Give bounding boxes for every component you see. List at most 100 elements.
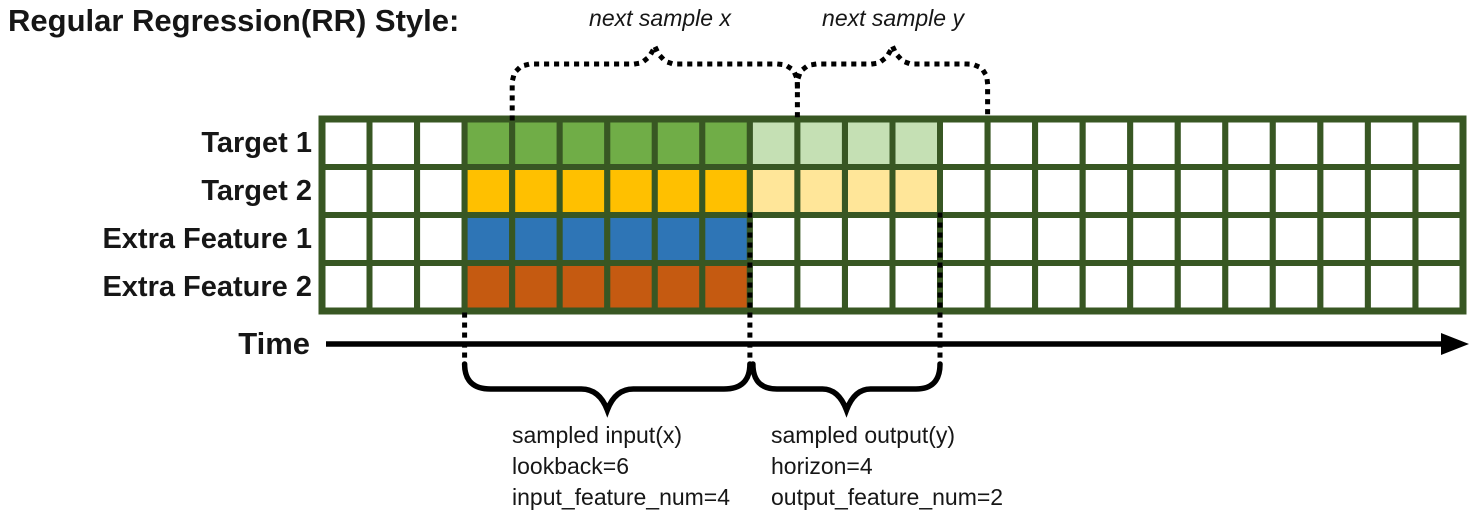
grid-cell <box>1079 260 1134 314</box>
grid-cell <box>319 260 373 314</box>
sampled-input-line-1: sampled input(x) <box>512 422 683 448</box>
grid-cell <box>1127 260 1181 314</box>
grid-cell <box>414 212 468 266</box>
grid-cell <box>1222 212 1276 266</box>
input-window-cell <box>699 212 753 266</box>
input-window-cell <box>461 212 516 266</box>
grid-cell <box>1032 164 1086 218</box>
sampled-input-line-3: input_feature_num=4 <box>512 484 731 510</box>
grid-cell <box>984 164 1039 218</box>
grid-cell <box>366 116 420 170</box>
row-label-extra-feature-2: Extra Feature 2 <box>102 271 312 303</box>
time-axis-arrowhead <box>1441 333 1469 355</box>
input-window-cell <box>556 116 611 170</box>
input-window-cell <box>461 260 516 314</box>
grid-cell <box>319 164 373 218</box>
grid-cell <box>1317 116 1371 170</box>
input-window-cell <box>604 212 658 266</box>
next-sample-y-brace <box>794 39 991 121</box>
output-window-cell <box>842 164 896 218</box>
grid-cell <box>889 212 943 266</box>
grid-cell <box>1127 164 1181 218</box>
next-sample-x-brace <box>509 39 800 121</box>
grid-cell <box>1032 212 1086 266</box>
grid-cell <box>937 260 991 314</box>
grid-cell <box>1174 260 1229 314</box>
grid-cell <box>1032 260 1086 314</box>
grid-cell <box>1222 260 1276 314</box>
grid-cell <box>1269 212 1324 266</box>
grid-cell <box>1222 116 1276 170</box>
next-sample-x-label: next sample x <box>589 5 731 31</box>
grid-cell <box>746 260 801 314</box>
grid-cell <box>1222 164 1276 218</box>
input-window-cell <box>651 164 706 218</box>
row-label-target-1: Target 1 <box>201 127 312 159</box>
output-window-cell <box>889 116 943 170</box>
input-window-cell <box>509 260 563 314</box>
grid-cell <box>1317 260 1371 314</box>
grid-cell <box>414 260 468 314</box>
sampled-output-line-3: output_feature_num=2 <box>771 484 1004 510</box>
grid-outer-border <box>318 115 1467 315</box>
grid-cell <box>889 260 943 314</box>
grid-cell <box>1269 164 1324 218</box>
grid-cell <box>1364 212 1419 266</box>
grid-cell <box>1412 116 1466 170</box>
sampled-output-brace <box>750 361 943 418</box>
grid-cell <box>414 116 468 170</box>
grid-cell <box>984 212 1039 266</box>
input-window-cell <box>509 212 563 266</box>
grid-cell <box>1127 116 1181 170</box>
sampled-input-caption: sampled input(x) lookback=6 input_featur… <box>512 420 730 513</box>
grid-cell <box>984 116 1039 170</box>
grid-cell <box>1174 164 1229 218</box>
grid-cell <box>1412 164 1466 218</box>
grid-cell <box>1364 164 1419 218</box>
grid-cell <box>746 212 801 266</box>
grid-cell <box>1127 212 1181 266</box>
output-window-cell <box>746 116 801 170</box>
grid-cell <box>1364 116 1419 170</box>
row-label-target-2: Target 2 <box>201 175 312 207</box>
grid-cell <box>1079 212 1134 266</box>
input-window-cell <box>509 116 563 170</box>
input-window-cell <box>699 164 753 218</box>
grid-cell <box>937 164 991 218</box>
input-window-cell <box>509 164 563 218</box>
grid-cell <box>366 260 420 314</box>
input-window-cell <box>651 212 706 266</box>
input-window-cell <box>604 116 658 170</box>
next-sample-y-label: next sample y <box>822 5 964 31</box>
input-window-cell <box>461 116 516 170</box>
grid-cell <box>366 212 420 266</box>
grid-cell <box>1174 116 1229 170</box>
grid-cell <box>1079 164 1134 218</box>
input-window-cell <box>604 164 658 218</box>
time-axis-label: Time <box>238 326 310 361</box>
grid-cell <box>1032 116 1086 170</box>
diagram-title: Regular Regression(RR) Style: <box>8 3 460 38</box>
grid-cell <box>1269 260 1324 314</box>
input-window-cell <box>699 260 753 314</box>
grid-cell <box>842 212 896 266</box>
output-window-cell <box>889 164 943 218</box>
grid-cell <box>319 116 373 170</box>
row-label-extra-feature-1: Extra Feature 1 <box>102 223 312 255</box>
grid-cell <box>366 164 420 218</box>
grid-cell <box>1317 212 1371 266</box>
grid-cell <box>1174 212 1229 266</box>
grid-cell <box>319 212 373 266</box>
sampled-output-line-1: sampled output(y) <box>771 422 956 448</box>
grid-cell <box>937 116 991 170</box>
input-window-cell <box>461 164 516 218</box>
input-window-cell <box>699 116 753 170</box>
grid-cell <box>414 164 468 218</box>
grid-cell <box>1269 116 1324 170</box>
sampled-output-line-2: horizon=4 <box>771 453 873 479</box>
sampled-output-caption: sampled output(y) horizon=4 output_featu… <box>771 420 1003 513</box>
grid-cell <box>984 260 1039 314</box>
input-window-cell <box>556 260 611 314</box>
